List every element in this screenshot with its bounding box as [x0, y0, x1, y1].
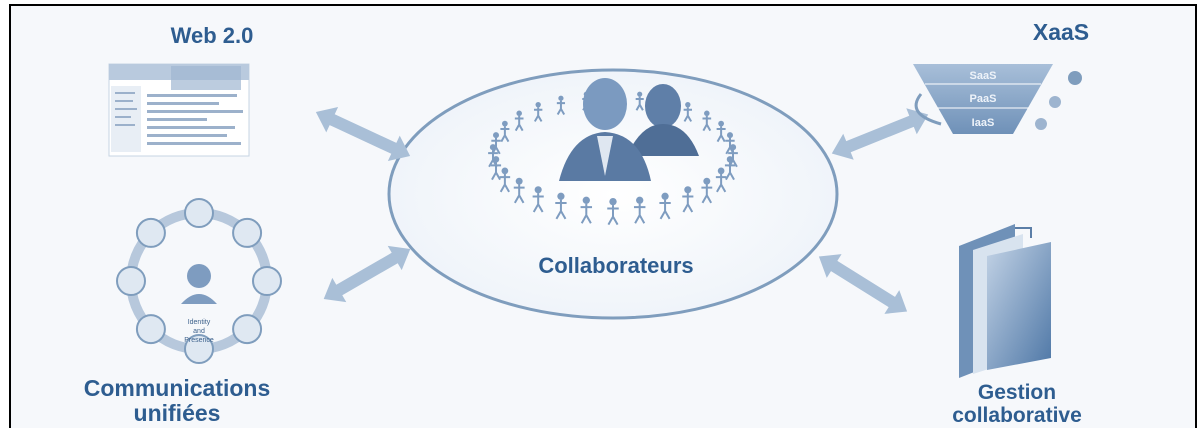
- ring-person-icon: [499, 173, 511, 193]
- ring-person-icon: [701, 184, 713, 204]
- ring-person-icon: [609, 197, 617, 206]
- ring-person-icon: [685, 101, 691, 108]
- saas-layer-label: SaaS: [970, 70, 997, 82]
- ring-person-icon: [661, 192, 669, 200]
- uc-node-icon: [135, 217, 166, 248]
- ring-person-icon: [500, 126, 510, 143]
- arrow-gestion: [818, 254, 908, 314]
- ring-person-icon: [558, 95, 564, 101]
- xaas-label: XaaS: [1032, 19, 1090, 45]
- diagram-canvas: SaaS PaaS IaaS Identity and Presence Web…: [9, 4, 1197, 428]
- collaborators-label: Collaborateurs: [538, 253, 694, 278]
- ring-person-icon: [533, 107, 543, 122]
- ring-person-icon: [636, 196, 644, 204]
- uc-node-icon: [116, 266, 146, 296]
- ring-person-icon: [684, 186, 692, 194]
- identity-label: Identity: [188, 319, 211, 326]
- ring-person-icon: [501, 167, 509, 175]
- ring-person-icon: [557, 192, 565, 200]
- arrow-xaas: [831, 108, 929, 160]
- ring-person-icon: [607, 205, 619, 226]
- uc-node-icon: [252, 266, 282, 296]
- ring-person-icon: [535, 101, 541, 108]
- gestion-label-line1: Gestion: [977, 381, 1057, 404]
- ring-person-icon: [513, 184, 525, 204]
- iaas-layer-label: IaaS: [972, 117, 995, 129]
- diagram-graphics: SaaS PaaS IaaS Identity and Presence: [108, 63, 1082, 378]
- collaborators-ellipse: [387, 68, 839, 320]
- ring-person-icon: [514, 115, 524, 132]
- ring-person-icon: [502, 120, 508, 127]
- arrow-comm: [323, 245, 411, 303]
- gestion-collaborative-label: Gestion collaborative: [927, 381, 1107, 427]
- collaborators-avatar-icon: [559, 78, 699, 181]
- ring-person-icon: [532, 193, 544, 213]
- ring-person-icon: [716, 126, 726, 143]
- ring-person-icon: [493, 132, 500, 139]
- gestion-label-line2: collaborative: [952, 403, 1082, 427]
- ring-person-icon: [534, 186, 542, 194]
- ring-person-icon: [659, 199, 671, 220]
- ring-person-icon: [703, 177, 711, 185]
- xaas-funnel-icon: SaaS PaaS IaaS: [913, 64, 1082, 134]
- paas-layer-label: PaaS: [970, 93, 997, 105]
- ring-person-icon: [726, 156, 734, 163]
- unified-communications-icon: Identity and Presence: [116, 198, 282, 364]
- and-label: and: [193, 328, 205, 335]
- uc-node-icon: [232, 217, 263, 248]
- web20-label: Web 2.0: [170, 23, 254, 48]
- uc-node-icon: [232, 314, 263, 345]
- ring-person-icon: [702, 115, 712, 132]
- ring-person-icon: [717, 167, 725, 175]
- ring-person-icon: [726, 132, 733, 139]
- ring-person-icon: [683, 107, 693, 122]
- ring-person-icon: [715, 173, 727, 193]
- ring-person-icon: [682, 193, 694, 213]
- comm-label-line2: unifiées: [133, 399, 221, 426]
- ring-person-icon: [515, 177, 523, 185]
- ring-person-icon: [637, 91, 643, 97]
- uc-node-icon: [184, 198, 214, 228]
- ring-person-icon: [633, 203, 646, 224]
- comm-label-line1: Communications: [83, 375, 271, 401]
- ring-person-icon: [491, 137, 501, 155]
- unified-communications-label: Communications unifiées: [67, 376, 287, 426]
- uc-node-icon: [135, 314, 166, 345]
- ring-person-icon: [580, 203, 593, 224]
- web20-page-icon: [108, 63, 250, 157]
- folder-icon: [959, 224, 1051, 378]
- ring-person-icon: [582, 196, 590, 204]
- ring-person-icon: [635, 96, 644, 111]
- ring-person-icon: [724, 162, 736, 181]
- ring-person-icon: [718, 120, 724, 127]
- ring-person-icon: [725, 137, 735, 155]
- ring-person-icon: [556, 100, 566, 116]
- uc-node-icon: [184, 334, 214, 364]
- ring-person-icon: [704, 110, 710, 117]
- arrow-web: [315, 106, 411, 162]
- presence-label: Presence: [184, 337, 214, 344]
- ring-person-icon: [516, 110, 522, 117]
- ring-person-icon: [555, 199, 567, 220]
